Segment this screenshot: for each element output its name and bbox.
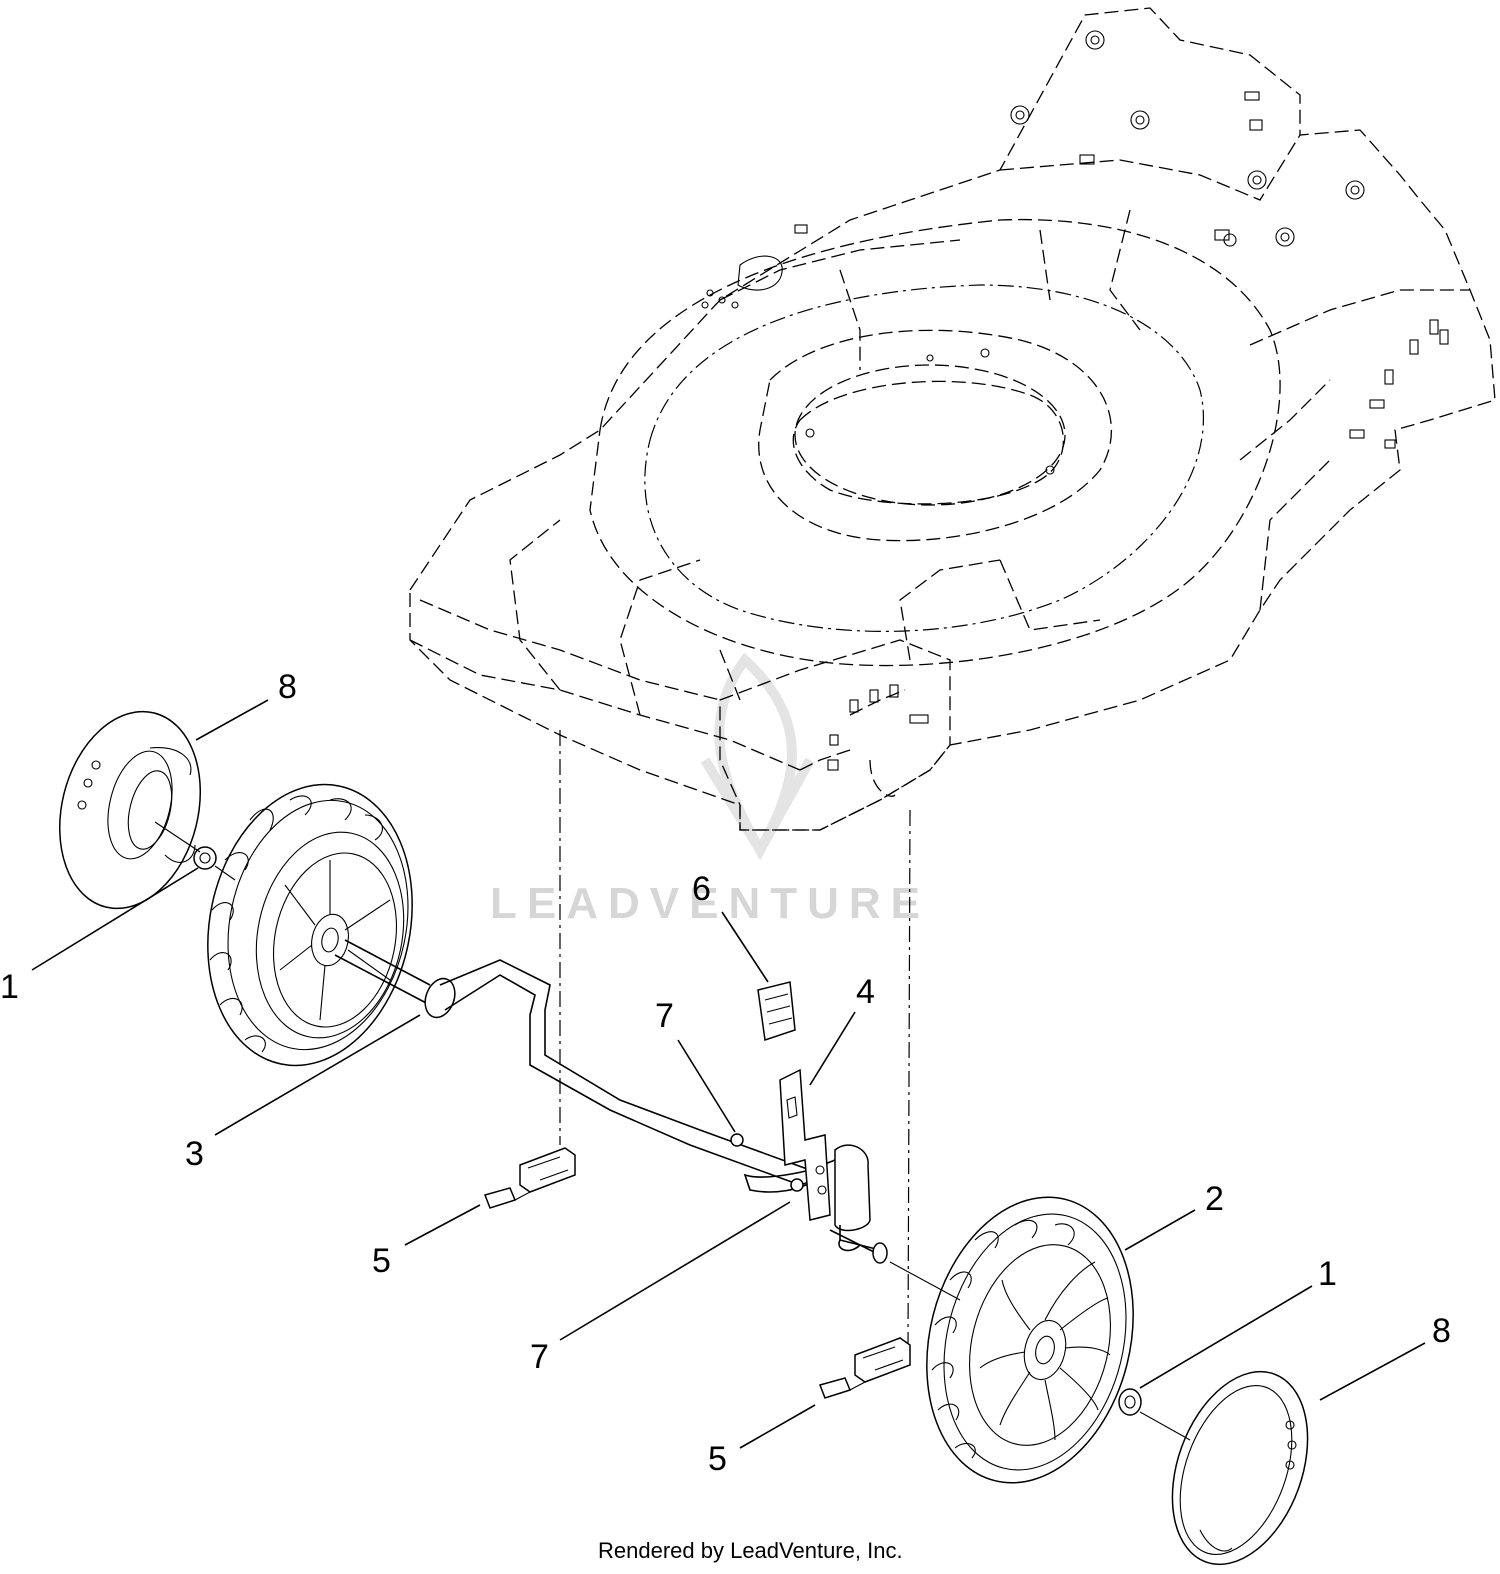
leader-lines <box>31 699 1426 1449</box>
callout-2: 2 <box>1205 1180 1224 1218</box>
left-wheel-tread <box>209 795 383 1053</box>
callout-labels: 8 1 3 6 4 7 5 2 1 8 7 5 <box>0 668 1451 1478</box>
retainer-clip <box>757 981 796 1041</box>
callout-1-right: 1 <box>1318 1255 1337 1293</box>
right-clip <box>819 1337 911 1399</box>
axle-rod <box>334 939 836 1193</box>
right-wheel <box>926 1196 1134 1484</box>
left-wheel-spokes <box>279 860 391 1021</box>
callout-7-lower: 7 <box>530 1338 549 1376</box>
left-clip <box>484 1147 576 1209</box>
watermark: LEADVENTURE <box>490 652 930 928</box>
callout-1-left: 1 <box>0 968 19 1006</box>
callout-3: 3 <box>185 1135 204 1173</box>
right-nut <box>1118 1388 1142 1416</box>
callout-6: 6 <box>692 870 711 908</box>
left-wheel <box>207 783 413 1067</box>
callout-8-left: 8 <box>278 668 297 706</box>
left-hubcap <box>58 710 202 910</box>
alignment-lines <box>559 730 911 1346</box>
deck-fasteners <box>805 30 1365 475</box>
right-wheel-tread <box>931 1219 1075 1459</box>
deck-port <box>701 233 1237 309</box>
small-nuts <box>730 1133 804 1192</box>
height-bracket <box>779 1068 888 1264</box>
callout-8-right: 8 <box>1432 1312 1451 1350</box>
callout-7-upper: 7 <box>655 997 674 1035</box>
deck-vent-slots <box>794 91 1449 771</box>
left-nut <box>193 846 217 870</box>
callout-5-right: 5 <box>708 1440 727 1478</box>
watermark-text: LEADVENTURE <box>490 879 930 928</box>
explode-lines <box>154 821 1191 1441</box>
mower-deck <box>409 7 1496 831</box>
right-hubcap <box>1171 1370 1309 1566</box>
right-wheel-vanes <box>979 1261 1111 1441</box>
footer-credit: Rendered by LeadVenture, Inc. <box>598 1538 903 1563</box>
watermark-flame-icon <box>700 652 815 861</box>
callout-4: 4 <box>856 973 875 1011</box>
callout-5-left: 5 <box>372 1242 391 1280</box>
